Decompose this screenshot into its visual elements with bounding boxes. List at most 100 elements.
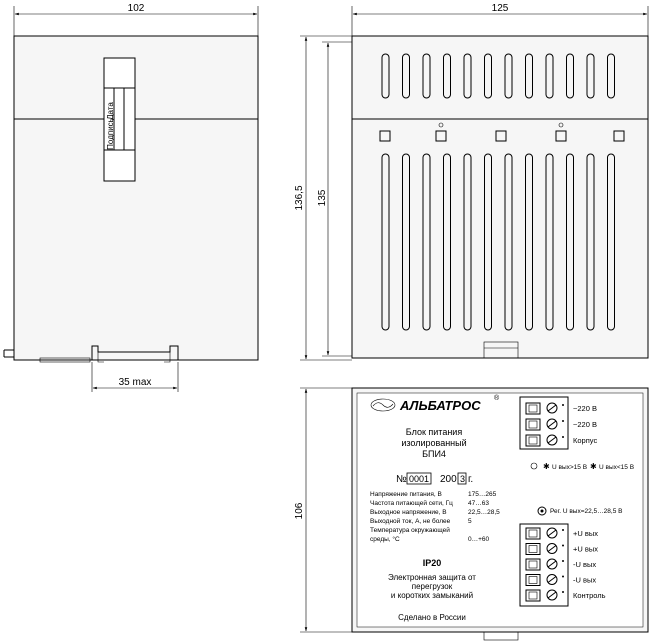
- asterisk-icon: ✱: [543, 462, 550, 471]
- terminal-label: ~220 В: [573, 404, 597, 413]
- stamp-signature-label: Подпись: [106, 118, 115, 150]
- stamp-date-label: Дата: [106, 102, 115, 120]
- terminal: Контроль: [525, 589, 606, 602]
- input-terminal-block: [519, 396, 569, 450]
- brand-mark: ®: [494, 394, 500, 402]
- spec-name: Частота питающей сети, Гц: [370, 499, 453, 507]
- terminal: +U вых: [525, 527, 598, 540]
- spec-value: 0…+60: [468, 536, 490, 543]
- label-view: 106 АЛЬБАТРОС ® Блок питания изолированн…: [294, 387, 649, 641]
- din-clip: [39, 345, 179, 363]
- vent-slot: [525, 53, 533, 99]
- terminal-label: Корпус: [573, 436, 597, 445]
- ip-rating: IP20: [423, 558, 442, 568]
- serial-value: 0001: [409, 474, 429, 484]
- terminal: Корпус: [525, 434, 597, 447]
- side-body: [13, 35, 259, 361]
- terminal-label: +U вых: [573, 529, 598, 538]
- indicator-low-label: U вых<15 В: [599, 464, 634, 471]
- front-clip: [483, 341, 519, 359]
- stamp-box: Дата Подпись: [103, 57, 136, 182]
- terminal-label: ~220 В: [573, 420, 597, 429]
- dimension-rail-width: 35 max: [91, 362, 179, 392]
- indicator-square: [613, 130, 625, 142]
- protection-line-2: перегрузок: [412, 582, 453, 591]
- vent-slot: [422, 53, 431, 99]
- spec-value: 22,5…28,5: [468, 509, 500, 516]
- dim-front-width-text: 125: [492, 3, 509, 14]
- screw-icon: [546, 434, 558, 446]
- spec-name: Температура окружающей: [370, 526, 450, 534]
- protection-line-3: и коротких замыканий: [391, 591, 473, 600]
- vent-slot: [545, 53, 554, 99]
- indicator-square: [555, 130, 567, 142]
- product-line-3: БПИ4: [422, 449, 446, 459]
- dimension-body-height: 135: [317, 41, 352, 357]
- brand-logo-icon: [370, 398, 396, 412]
- spec-name: Выходное напряжение, В: [370, 509, 447, 516]
- vent-slot: [607, 153, 615, 331]
- dimension-front-width: 125: [351, 3, 649, 36]
- vent-slot: [443, 153, 451, 331]
- front-indicators: [379, 122, 625, 142]
- regulator: Рег. U вых=22,5…28,5 В: [537, 506, 622, 516]
- dimension-label-height: 106: [294, 387, 352, 633]
- vent-slot: [381, 53, 390, 99]
- screw-icon: [546, 558, 558, 570]
- dimension-total-height: 136,5: [294, 35, 352, 361]
- vent-slot: [566, 153, 574, 331]
- led-dot-icon: [558, 122, 564, 128]
- vent-slot: [586, 53, 595, 99]
- side-view: Дата Подпись 102 35 max: [3, 3, 259, 392]
- vent-slot: [545, 153, 554, 331]
- terminal: -U вых: [525, 558, 596, 571]
- terminal: +U вых: [525, 543, 598, 555]
- terminal: ~220 В: [525, 418, 597, 431]
- vent-slot: [607, 53, 615, 99]
- screw-icon: [546, 543, 558, 554]
- screw-icon: [546, 402, 558, 414]
- front-view: 125 136,5 135: [294, 3, 649, 361]
- origin-text: Сделано в России: [398, 613, 466, 622]
- spec-value: 175…265: [468, 491, 497, 498]
- vent-slot: [504, 153, 513, 331]
- year-prefix: 200: [440, 474, 457, 485]
- input-terminals: ~220 В ~220 В Корпус: [525, 402, 597, 447]
- screw-icon: [546, 574, 558, 585]
- vent-slot: [504, 53, 513, 99]
- vent-slot: [566, 53, 574, 99]
- led-dot-icon: [438, 122, 444, 128]
- spec-value: 47…63: [468, 500, 489, 507]
- year-suffix: г.: [468, 474, 473, 485]
- vent-slot: [484, 153, 492, 331]
- screw-icon: [546, 418, 558, 430]
- vent-slot: [402, 153, 410, 331]
- serial-number: № 0001 200 3 г.: [396, 472, 473, 485]
- asterisk-icon: ✱: [590, 462, 597, 471]
- front-body: [351, 35, 649, 359]
- vent-slot: [443, 53, 451, 99]
- terminal: -U вых: [525, 574, 596, 586]
- terminal-label: -U вых: [573, 560, 596, 569]
- indicator-square: [495, 130, 507, 142]
- output-terminal-block: [519, 523, 569, 607]
- vent-slot: [422, 153, 431, 331]
- regulator-label: Рег. U вых=22,5…28,5 В: [550, 508, 622, 515]
- terminal: ~220 В: [525, 402, 597, 415]
- year-digit: 3: [460, 474, 465, 484]
- product-line-1: Блок питания: [406, 427, 463, 437]
- spec-name: Выходной ток, А, не более: [370, 517, 451, 525]
- brand-logo: АЛЬБАТРОС ®: [370, 394, 500, 413]
- output-indicators: ✱ U вых>15 В ✱ U вых<15 В: [530, 462, 634, 471]
- screw-icon: [546, 527, 558, 539]
- vent-slot: [484, 53, 492, 99]
- indicator-high-label: U вых>15 В: [552, 464, 587, 471]
- vent-slot: [463, 153, 472, 331]
- serial-prefix: №: [396, 474, 407, 485]
- regulator-knob-icon: [537, 506, 547, 516]
- dim-side-width-text: 102: [128, 3, 145, 14]
- protection-line-1: Электронная защита от: [388, 573, 476, 582]
- indicator-circle-icon: [530, 462, 538, 470]
- terminal-label: -U вых: [573, 576, 596, 585]
